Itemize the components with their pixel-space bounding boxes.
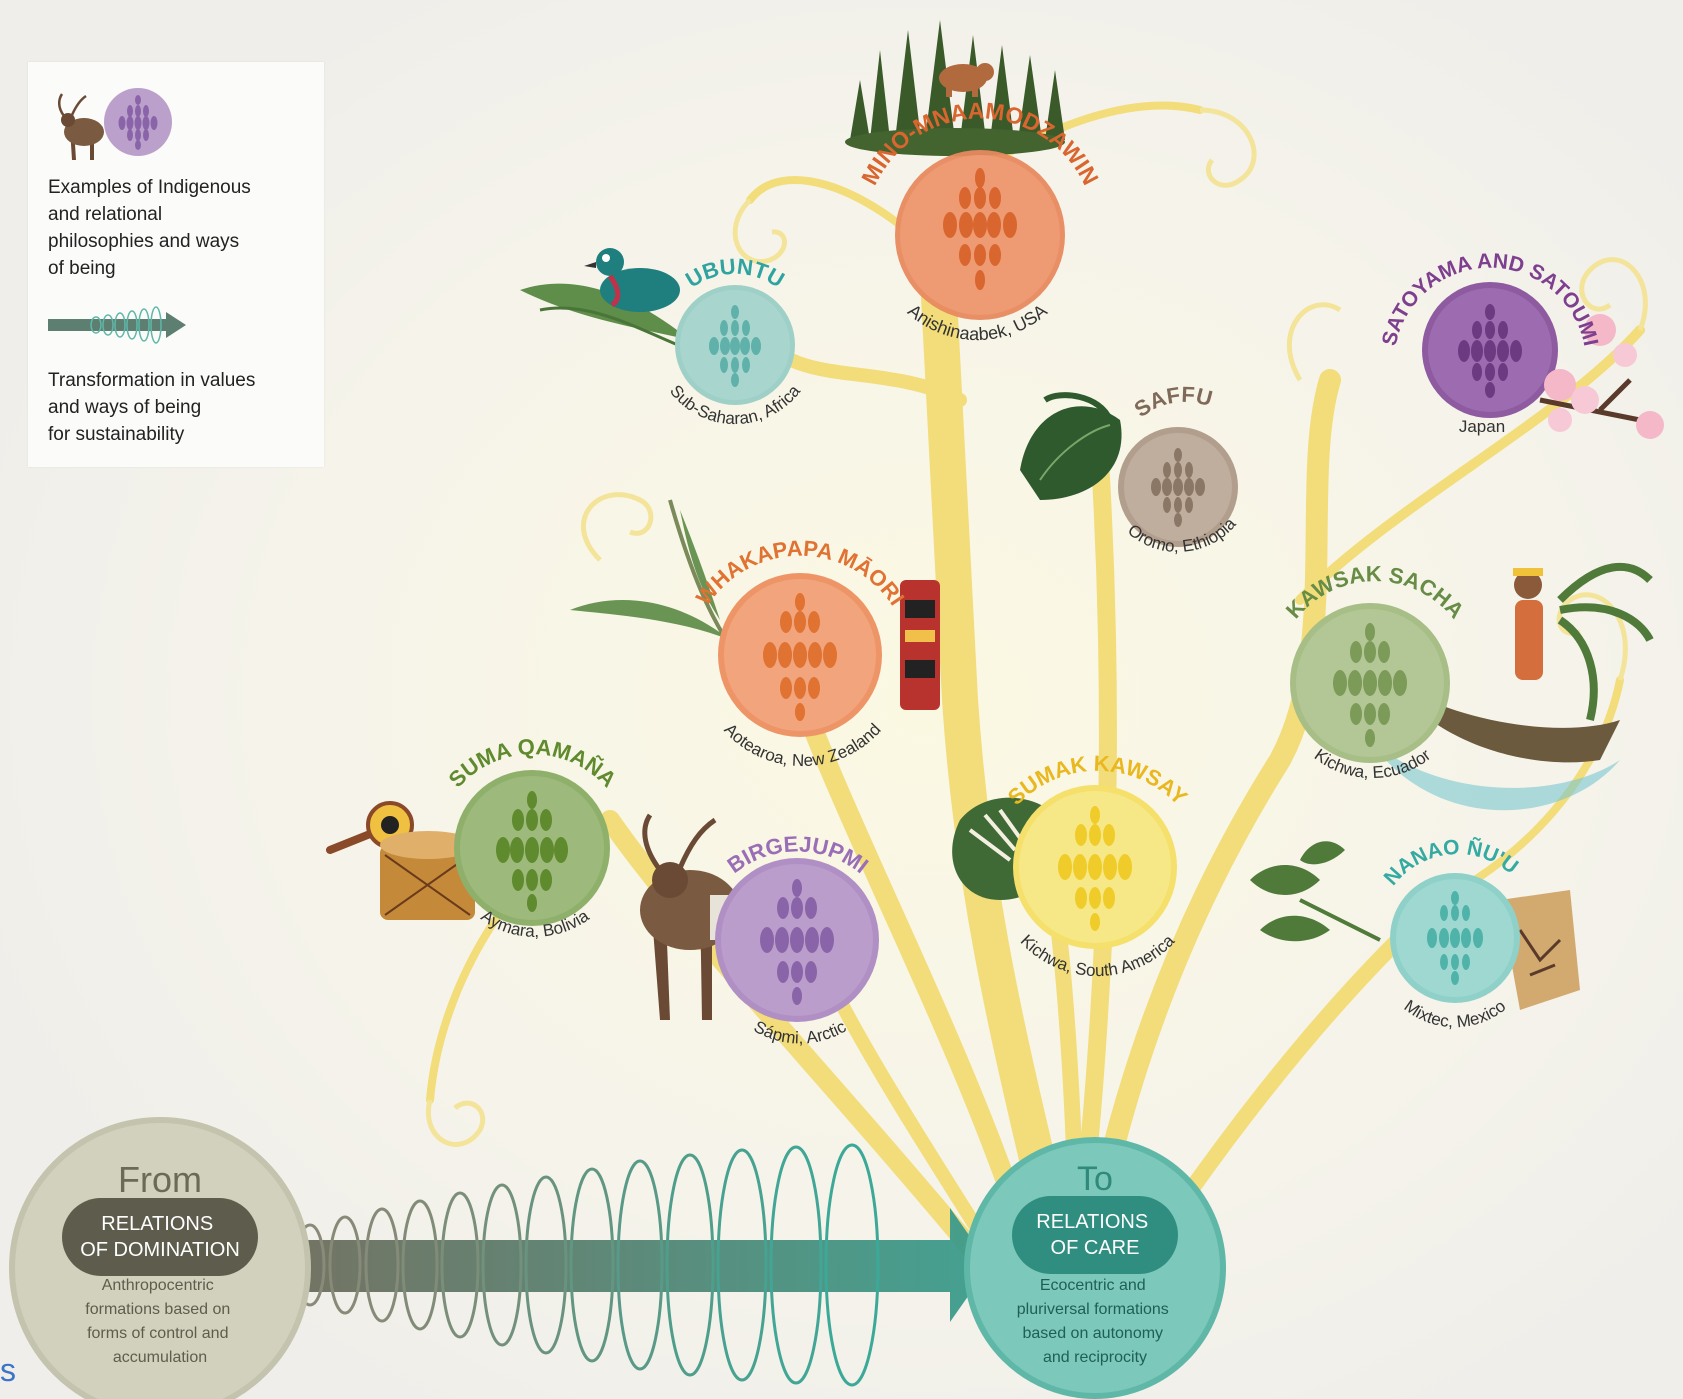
from-label: RELATIONS OF DOMINATION: [80, 1213, 240, 1261]
cherry-blossom-icon: [1539, 314, 1664, 439]
legend-item2-text: Transformation in values and ways of bei…: [48, 370, 256, 445]
to-description: Ecocentric and pluriversal formations ba…: [1017, 1277, 1174, 1366]
canoe-person-icon: [1370, 563, 1654, 811]
bear-forest-icon: [845, 20, 1065, 156]
from-description: Anthropocentric formations based on form…: [85, 1277, 234, 1366]
node-birgejupmi: BIRGEJUPMI Sápmi, Arctic: [640, 813, 879, 1048]
from-circle: From RELATIONS OF DOMINATION Anthropocen…: [9, 1117, 311, 1399]
bird-palm-icon: [520, 248, 691, 352]
tree-swirls: [426, 107, 1648, 1147]
legend-panel: Examples of Indigenous and relational ph…: [28, 62, 324, 467]
fern-totem-icon: [570, 499, 940, 710]
reindeer-circle-icon: [58, 88, 172, 160]
to-circle: To RELATIONS OF CARE Ecocentric and plur…: [964, 1137, 1226, 1399]
leaf-icon: [1020, 392, 1122, 500]
to-heading: To: [1077, 1160, 1113, 1198]
corner-link-text[interactable]: s: [0, 1352, 16, 1388]
node-nanao-nuu: NANAO ÑU'U Mixtec, Mexico: [1250, 836, 1580, 1031]
plant-codex-icon: [1250, 841, 1580, 1010]
transformation-mini-arrow-icon: [48, 306, 186, 344]
legend-item1-text: Examples of Indigenous and relational ph…: [48, 177, 251, 279]
transformation-arrow: [280, 1143, 990, 1387]
drum-icon: [326, 801, 476, 920]
to-label: RELATIONS OF CARE: [1036, 1211, 1153, 1259]
from-heading: From: [118, 1159, 202, 1200]
node-place: Japan: [1459, 417, 1505, 436]
